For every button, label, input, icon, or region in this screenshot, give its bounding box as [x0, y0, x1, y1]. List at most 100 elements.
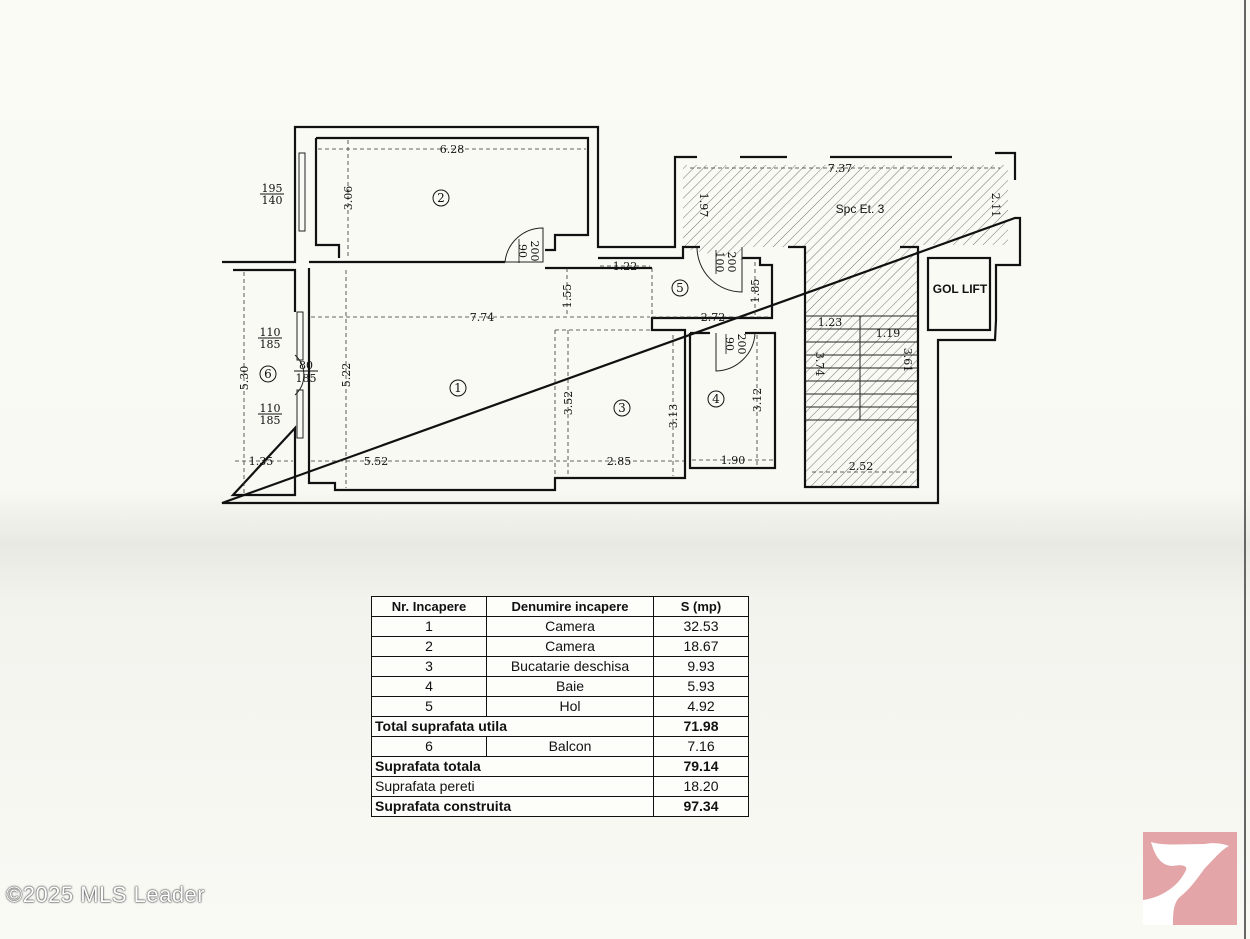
brand-logo-icon	[1143, 832, 1237, 925]
dim-label: 1.90	[721, 454, 746, 467]
window-label: 110	[260, 402, 281, 415]
room-4-label: 4	[712, 392, 720, 406]
page-edge	[1244, 0, 1246, 939]
window-label: 195	[262, 182, 283, 195]
construita-label: Suprafata construita	[371, 796, 654, 817]
dimension-lines	[235, 140, 1000, 493]
door-hol	[696, 246, 743, 293]
dim-label: 2.11	[989, 193, 1002, 218]
dimension-labels: 6.28 7.74 1.22 1.35 5.52 2.85 2.72 1.90 …	[238, 143, 1002, 473]
floor-plan: 1 2 3 4 5 6 6.28 7.74 1.22 1.35 5.52 2.8…	[221, 125, 1022, 505]
door-room-2	[504, 227, 544, 263]
cell-name: Camera	[486, 616, 654, 637]
dim-label: 5.52	[364, 455, 389, 468]
dim-label: 1.55	[561, 284, 574, 309]
cell-name: Hol	[486, 696, 654, 717]
total-utila-value: 71.98	[653, 716, 749, 737]
dim-label: 3.52	[562, 391, 575, 416]
dim-label: 3.61	[901, 348, 914, 373]
room-2-label: 2	[437, 191, 445, 205]
room-1-wall	[307, 256, 774, 492]
door-label: 200	[725, 252, 738, 273]
door-label: 80	[299, 359, 313, 372]
pereti-label: Suprafata pereti	[371, 776, 654, 797]
window-label: 185	[260, 414, 281, 427]
table-header: Nr. Incapere Denumire incapere S (mp)	[371, 596, 749, 617]
cell-area: 7.16	[653, 736, 749, 757]
dim-label: 7.74	[470, 311, 495, 324]
dim-label: 1.22	[613, 260, 638, 273]
door-label: 100	[713, 252, 726, 273]
outer-wall	[221, 125, 1022, 505]
lift-shaft	[926, 256, 992, 332]
door-label: 90	[723, 337, 736, 351]
spc-hatch	[683, 165, 1008, 487]
room-3-label: 3	[618, 401, 626, 415]
dim-label: 1.19	[876, 327, 901, 340]
cell-nr: 6	[371, 736, 487, 757]
window	[298, 152, 306, 232]
room-4-wall	[688, 331, 777, 470]
cell-nr: 1	[371, 616, 487, 637]
door-label: 90	[516, 244, 529, 258]
window-label: 185	[260, 338, 281, 351]
spc-label: Spc Et. 3	[836, 202, 885, 216]
dim-label: 3.74	[813, 352, 826, 377]
cell-area: 9.93	[653, 656, 749, 677]
pereti-value: 18.20	[653, 776, 749, 797]
hol-wall	[545, 245, 700, 270]
room-2-wall	[309, 136, 590, 264]
lift-label: GOL LIFT	[933, 282, 988, 296]
stair-wall	[788, 245, 920, 489]
totala-label: Suprafata totala	[371, 756, 654, 777]
col-nr: Nr. Incapere	[371, 596, 487, 617]
opening-labels: 195 140 110 185 110 185 80 185 90 200 10…	[258, 182, 748, 427]
dim-label: 6.28	[440, 143, 465, 156]
window-label: 140	[262, 194, 283, 207]
cell-nr: 2	[371, 636, 487, 657]
total-utila-label: Total suprafata utila	[371, 716, 654, 737]
window	[296, 389, 304, 439]
door-label: 200	[735, 334, 748, 355]
room-6-label: 6	[264, 367, 272, 381]
stair-steps	[805, 315, 918, 421]
room-1-label: 1	[454, 381, 462, 395]
cell-nr: 4	[371, 676, 487, 697]
cell-area: 5.93	[653, 676, 749, 697]
room-5-label: 5	[676, 281, 684, 295]
cell-name: Camera	[486, 636, 654, 657]
construita-value: 97.34	[653, 796, 749, 817]
col-name: Denumire incapere	[486, 596, 654, 617]
dim-label: 2.52	[849, 460, 874, 473]
window-label: 110	[260, 326, 281, 339]
door-bath	[715, 332, 756, 372]
cell-name: Bucatarie deschisa	[486, 656, 654, 677]
watermark: ©2025 MLS Leader	[6, 882, 206, 907]
door-label: 185	[296, 372, 317, 385]
cell-area: 18.67	[653, 636, 749, 657]
door-label: 200	[528, 241, 541, 262]
col-area: S (mp)	[653, 596, 749, 617]
totala-value: 79.14	[653, 756, 749, 777]
door-balcony	[294, 354, 305, 396]
cell-nr: 5	[371, 696, 487, 717]
room-number-markers	[259, 189, 725, 417]
dim-label: 1.85	[749, 279, 762, 304]
dim-label: 7.37	[828, 162, 853, 175]
dim-label: 1.97	[697, 193, 710, 218]
dim-label: 2.72	[701, 311, 726, 324]
dim-label: 2.85	[607, 455, 632, 468]
dim-label: 3.06	[342, 186, 355, 211]
balcony-wall	[230, 268, 297, 497]
dim-label: 5.22	[340, 363, 353, 388]
dim-label: 5.30	[238, 366, 251, 391]
